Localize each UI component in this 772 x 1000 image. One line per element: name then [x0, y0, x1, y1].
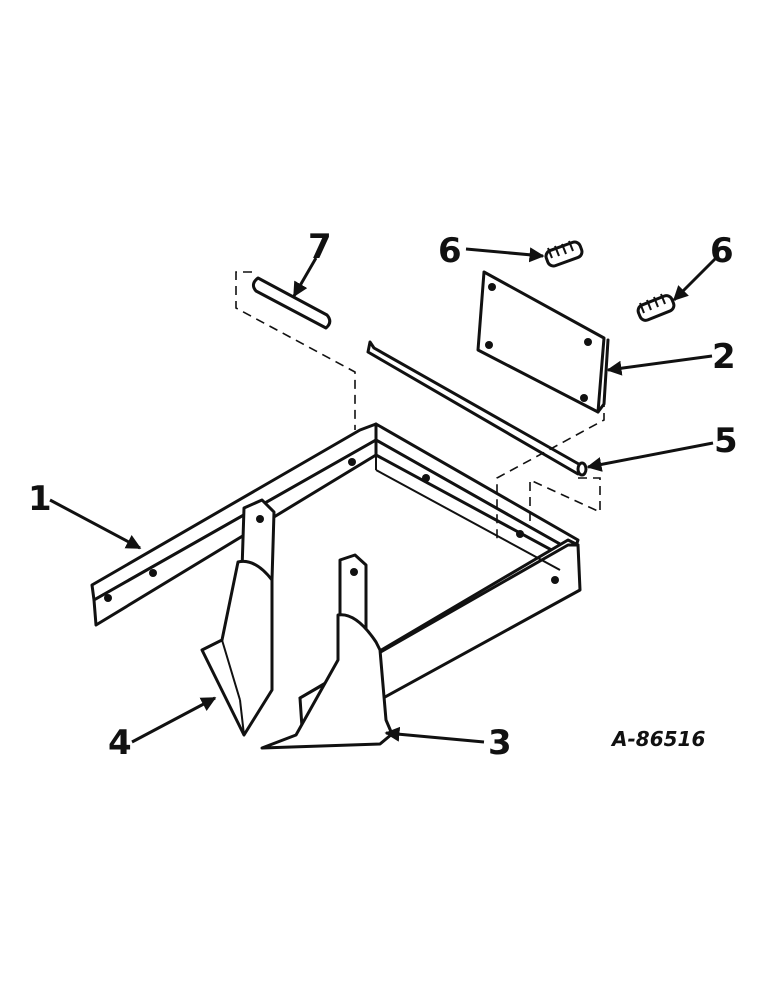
spring-part-lower [636, 293, 676, 322]
callout-3: 3 [488, 723, 512, 763]
figure-id: A-86516 [610, 727, 705, 751]
callout-1: 1 [28, 479, 52, 519]
left-shovel-part [200, 498, 276, 737]
callout-6-right: 6 [710, 231, 734, 271]
callout-7: 7 [308, 227, 332, 267]
callout-5: 5 [714, 421, 738, 461]
callout-6-upper: 6 [438, 231, 462, 271]
plate-part [476, 270, 610, 414]
right-shovel-part [260, 553, 394, 750]
spring-part-upper [544, 240, 584, 268]
assembly-dashed-lines [235, 271, 605, 540]
callout-2: 2 [712, 337, 736, 377]
long-rod-part [366, 340, 588, 477]
callout-4: 4 [108, 723, 132, 763]
leader-lines [49, 247, 718, 744]
short-pin-part [251, 276, 332, 330]
